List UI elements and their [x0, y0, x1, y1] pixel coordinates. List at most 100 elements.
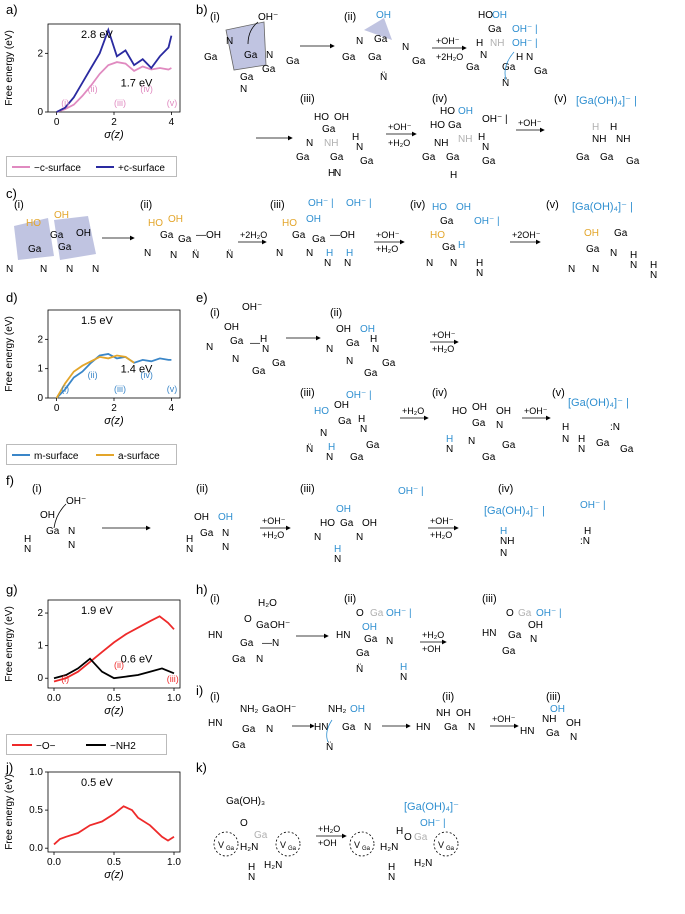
svg-text:N: N: [262, 344, 269, 355]
svg-text:N: N: [40, 264, 47, 275]
svg-text:Ga: Ga: [232, 654, 246, 665]
svg-text:N: N: [66, 264, 73, 275]
svg-text:Ga: Ga: [482, 156, 496, 167]
svg-text:OH: OH: [456, 202, 471, 213]
svg-text:+H₂O: +H₂O: [430, 530, 452, 540]
svg-text:OH⁻ |: OH⁻ |: [346, 198, 372, 209]
barrier-label: 1.4 eV: [121, 363, 153, 375]
svg-text:(ii): (ii): [196, 483, 208, 495]
plot-frame: [47, 771, 181, 853]
x-tick-label: 0: [54, 117, 60, 128]
svg-text:Ga: Ga: [614, 228, 628, 239]
svg-text:N: N: [320, 428, 327, 439]
svg-text:H: H: [346, 248, 353, 259]
svg-text:—: —: [250, 338, 260, 349]
series-line-1: [56, 27, 173, 113]
svg-text:N: N: [68, 526, 75, 537]
svg-text:OH⁻ |: OH⁻ |: [536, 608, 562, 619]
svg-text:H: H: [388, 862, 395, 873]
svg-text:HN: HN: [520, 726, 534, 737]
barrier-label: 1.9 eV: [81, 605, 113, 617]
x-tick-label: 0.0: [47, 693, 61, 704]
svg-text:HO: HO: [430, 230, 445, 241]
svg-text:N: N: [170, 250, 177, 261]
svg-text:H: H: [500, 526, 507, 537]
svg-text:OH: OH: [496, 406, 511, 417]
panel-label-c: c): [6, 186, 17, 201]
svg-text:V: V: [438, 840, 444, 850]
svg-text:H: H: [630, 250, 637, 261]
svg-text:NH₂: NH₂: [328, 704, 346, 715]
svg-text:N̈: N̈: [502, 76, 509, 89]
svg-text:HO: HO: [282, 218, 297, 229]
stage-label: (i): [61, 674, 69, 684]
svg-text:[Ga(OH)₄]⁻ |: [Ga(OH)₄]⁻ |: [576, 95, 637, 107]
svg-text:OH⁻ |: OH⁻ |: [474, 216, 500, 227]
svg-text:[Ga(OH)₄]⁻ |: [Ga(OH)₄]⁻ |: [572, 201, 633, 213]
panel-label-e: e): [196, 290, 208, 305]
svg-text:N: N: [480, 50, 487, 61]
svg-text:[Ga(OH)₄]⁻: [Ga(OH)₄]⁻: [404, 801, 459, 813]
svg-text:N: N: [232, 354, 239, 365]
barrier-label: 0.6 eV: [121, 653, 153, 665]
svg-text:H: H: [334, 544, 341, 555]
scheme-k: Ga(OH)₃ O Ga V Ga V Ga H₂N H₂N H N +H₂O …: [213, 796, 459, 883]
svg-text:+OH: +OH: [318, 838, 337, 848]
svg-text:Ga: Ga: [534, 66, 548, 77]
svg-text:Ga: Ga: [356, 648, 370, 659]
svg-text:N̈: N̈: [306, 442, 313, 455]
svg-text:Ga: Ga: [256, 620, 270, 631]
reagent-label: OH⁻: [258, 12, 278, 23]
svg-text:(v): (v): [546, 199, 559, 211]
legend-label-plus-c: +c-surface: [118, 163, 165, 174]
svg-text:OH⁻ |: OH⁻ |: [512, 24, 538, 35]
svg-text:HN: HN: [336, 630, 350, 641]
svg-text:Ga: Ga: [364, 368, 378, 379]
barrier-label: 1.5 eV: [81, 315, 113, 327]
svg-text:(iv): (iv): [432, 387, 447, 399]
svg-text:+OH⁻: +OH⁻: [376, 230, 400, 240]
svg-text:O: O: [356, 608, 364, 619]
svg-text:NH: NH: [436, 708, 450, 719]
svg-text:N: N: [468, 722, 475, 733]
y-tick-label: 1: [37, 641, 43, 652]
svg-text:Ga: Ga: [28, 244, 42, 255]
svg-text:N: N: [144, 248, 151, 259]
svg-text:Ga: Ga: [262, 704, 276, 715]
svg-text:H: H: [584, 526, 591, 537]
svg-text::N: :N: [610, 422, 620, 433]
svg-text:Ga: Ga: [340, 518, 354, 529]
stage-label: (iv): [140, 84, 153, 94]
svg-text:(iii): (iii): [546, 691, 561, 703]
svg-text:Ga: Ga: [488, 24, 502, 35]
svg-text:H: H: [400, 662, 407, 673]
svg-text:HO: HO: [26, 218, 41, 229]
svg-text:N: N: [240, 84, 247, 95]
svg-text:HN: HN: [482, 628, 496, 639]
svg-text:H: H: [352, 132, 359, 143]
svg-text:OH: OH: [168, 214, 183, 225]
svg-text:OH⁻: OH⁻: [242, 302, 262, 313]
svg-text:Ga: Ga: [288, 846, 297, 852]
svg-text:HO: HO: [320, 518, 335, 529]
svg-text:OH⁻ |: OH⁻ |: [398, 486, 424, 497]
svg-text:N̈: N̈: [226, 248, 233, 261]
stage-label: (i): [61, 98, 69, 108]
svg-text:—OH: —OH: [330, 230, 355, 241]
svg-text:N: N: [468, 436, 475, 447]
svg-text:N: N: [526, 52, 533, 63]
svg-text:Ga: Ga: [414, 832, 428, 843]
svg-text:Ga: Ga: [272, 358, 286, 369]
y-axis-label: Free energy (eV): [4, 774, 15, 850]
svg-text:Ga: Ga: [50, 230, 64, 241]
svg-text:Ga: Ga: [374, 34, 388, 45]
svg-text:OH⁻: OH⁻: [276, 704, 296, 715]
svg-text:(iv): (iv): [410, 199, 425, 211]
svg-text:OH⁻ |: OH⁻ |: [308, 198, 334, 209]
svg-text:+OH: +OH: [422, 644, 441, 654]
svg-text:HO: HO: [314, 406, 329, 417]
svg-text:N: N: [610, 248, 617, 259]
svg-text:N: N: [222, 542, 229, 553]
stage-label: (ii): [88, 84, 98, 94]
y-axis-label: Free energy (eV): [4, 606, 15, 682]
